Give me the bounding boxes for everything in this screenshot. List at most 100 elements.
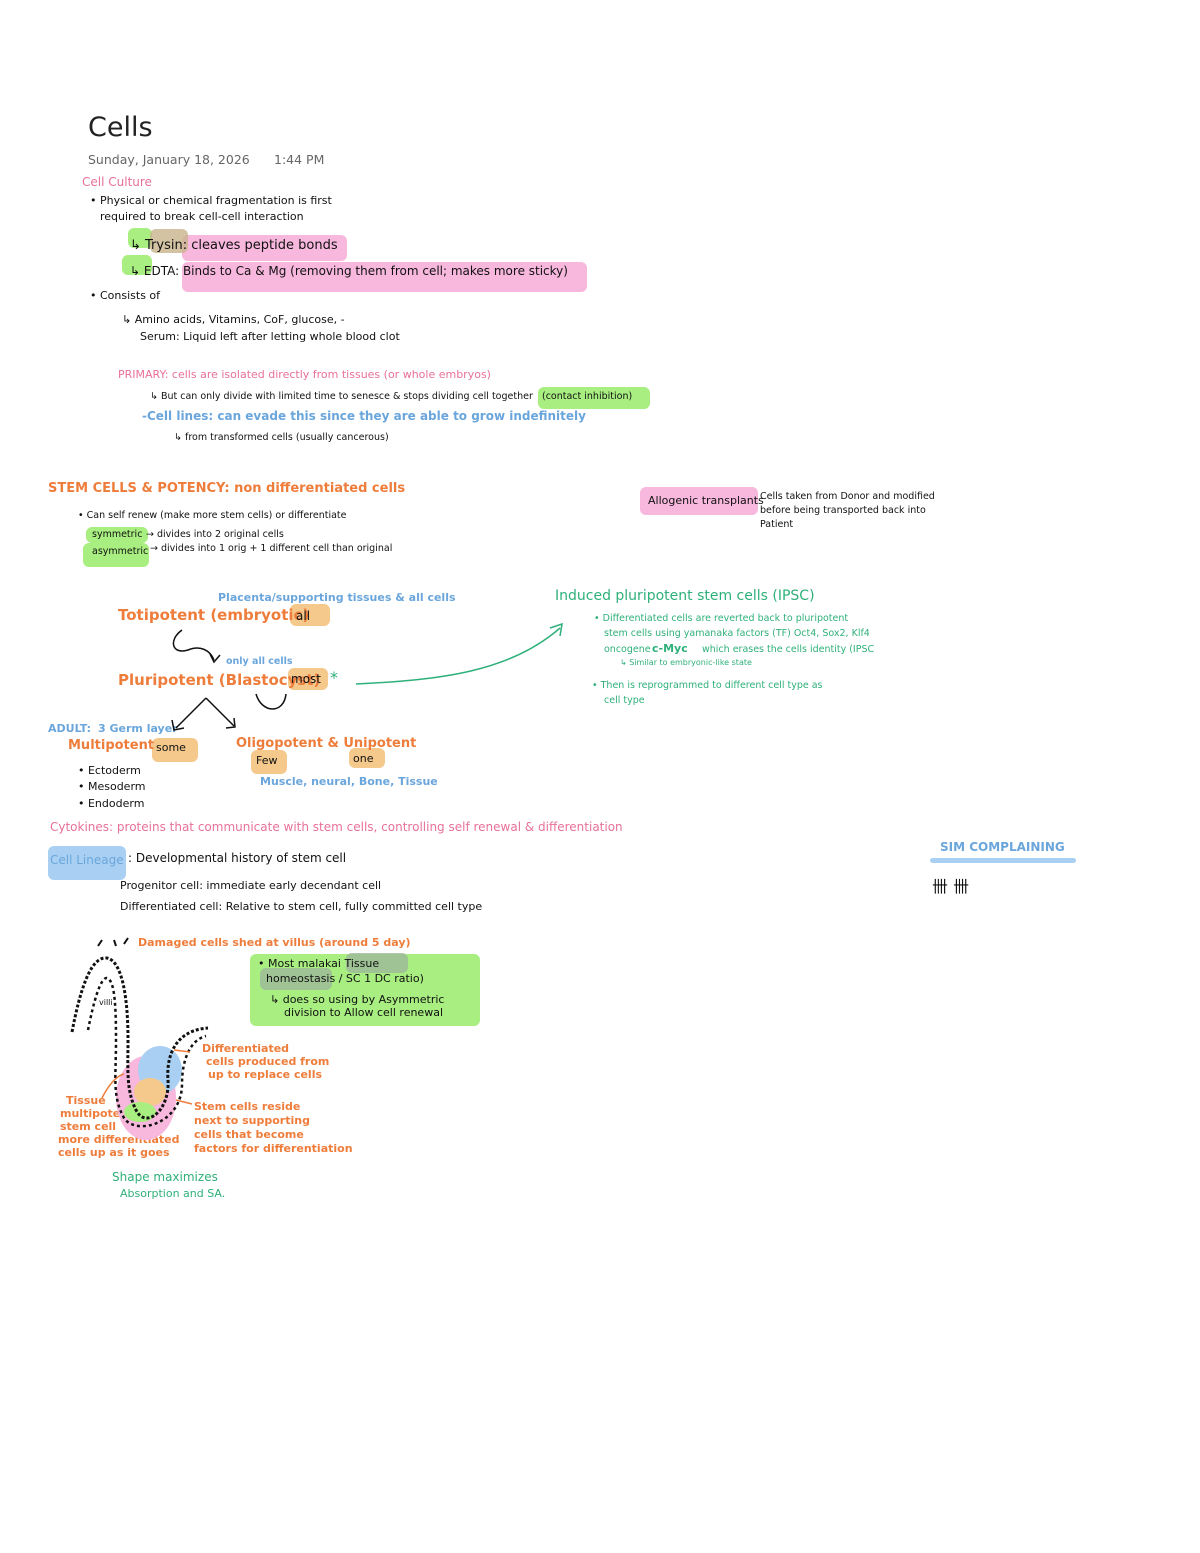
symmetric-text: → divides into 2 original cells (146, 529, 284, 540)
primary-sub-note: ↳ But can only divide with limited time … (150, 391, 533, 402)
highlight-blue (930, 858, 1076, 863)
cell-lineage-text: : Developmental history of stem cell (128, 851, 347, 865)
cytokines-note: Cytokines: proteins that communicate wit… (50, 820, 623, 834)
highlight-blue (48, 846, 126, 880)
shape-note-1: Shape maximizes (112, 1170, 218, 1184)
highlight-pink (182, 262, 587, 292)
highlight-orange (152, 738, 198, 762)
asymmetric-division-note-2: division to Allow cell renewal (284, 1006, 443, 1019)
differentiated-note: Differentiated cell: Relative to stem ce… (120, 900, 483, 913)
highlight-gray (346, 953, 408, 973)
tissue-stem-note-3: stem cell (60, 1120, 117, 1133)
consists-line-2: Serum: Liquid left after letting whole b… (140, 330, 400, 343)
progenitor-note: Progenitor cell: immediate early decenda… (120, 879, 382, 892)
page-title: Cells (88, 112, 153, 143)
ipsc-bullet-1-line-1: • Differentiated cells are reverted back… (594, 613, 849, 624)
stem-line-1: • Can self renew (make more stem cells) … (78, 510, 347, 521)
highlight-green (128, 228, 152, 248)
orange-pointer (173, 1049, 191, 1053)
shed-cells-note: Damaged cells shed at villus (around 5 d… (138, 936, 411, 949)
section-heading-cell-culture: Cell Culture (82, 175, 152, 189)
allogenic-label: Allogenic transplants (648, 494, 764, 507)
ipsc-bullet-2-line-2: cell type (604, 695, 645, 706)
allogenic-text-1: Cells taken from Donor and modified (760, 491, 935, 502)
crypt-pink-region (116, 1056, 176, 1140)
oligopotent-few: Few (256, 754, 278, 767)
asymmetric-division-note-1: ↳ does so using by Asymmetric (270, 993, 445, 1006)
curved-arrow-pluripotent (255, 693, 287, 710)
section-heading-stem-cells: STEM CELLS & POTENCY: non differentiated… (48, 481, 406, 496)
differentiated-cells-note-1: Differentiated (202, 1042, 290, 1055)
tally-marks: 卌 卌 (932, 877, 970, 896)
ipsc-bullet-2-line-1: • Then is reprogrammed to different cell… (592, 680, 823, 691)
highlight-orange (251, 750, 287, 774)
culture-bullet-2: • Consists of (90, 289, 161, 302)
oligopotent-examples: Muscle, neural, Bone, Tissue (260, 775, 438, 788)
stem-cells-reside-note-1: Stem cells reside (194, 1100, 301, 1113)
tissue-stem-note-5: cells up as it goes (58, 1146, 170, 1159)
stem-cells-reside-note-2: next to supporting (194, 1114, 310, 1127)
most-tissue-note: • Most malakai Tissue (258, 957, 380, 970)
allogenic-text-3: Patient (760, 519, 794, 530)
page-time: 1:44 PM (274, 152, 325, 167)
placenta-label: Placenta/supporting tissues & all cells (218, 591, 456, 604)
stem-cells-reside-note-3: cells that become (194, 1128, 304, 1141)
pluripotent-most: most (291, 672, 321, 686)
differentiated-cells-note-2: cells produced from (206, 1055, 330, 1068)
contact-inhibition: (contact inhibition) (542, 391, 633, 402)
asymmetric-text: → divides into 1 orig + 1 different cell… (150, 543, 393, 554)
primary-culture-note: PRIMARY: cells are isolated directly fro… (118, 368, 491, 381)
multipotent-label: Multipotent (68, 738, 155, 753)
multipotent-some: some (156, 741, 186, 754)
ipsc-title: Induced pluripotent stem cells (IPSC) (555, 588, 815, 604)
orange-pointer (175, 1099, 193, 1105)
shape-note-2: Absorption and SA. (120, 1187, 226, 1200)
highlight-pink (182, 235, 347, 261)
allogenic-text-2: before being transported back into (760, 505, 926, 516)
totipotent-label: Totipotent (embryotic) (118, 606, 310, 624)
culture-bullet-1-cont: required to break cell-cell interaction (100, 210, 304, 223)
ipsc-oncogene: oncogene (604, 644, 651, 655)
page-date: Sunday, January 18, 2026 (88, 152, 250, 167)
homeostasis-note: homeostasis / SC 1 DC ratio) (266, 972, 424, 985)
germ-layer-mesoderm: • Mesoderm (78, 780, 146, 793)
crypt-blue-region (138, 1046, 182, 1094)
trypsin-note: ↳ Trysin: cleaves peptide bonds (130, 238, 338, 253)
ipsc-bullet-1-line-3: which erases the cells identity (IPSC (702, 644, 875, 655)
highlight-tan (150, 229, 188, 253)
curved-arrow-totipotent (172, 629, 215, 661)
only-all-cells-label: only all cells (226, 656, 293, 667)
highlight-orange (290, 604, 330, 626)
pluripotent-label: Pluripotent (Blastocyst) (118, 671, 321, 689)
shed-cell-marks (97, 937, 129, 947)
totipotent-all: all (296, 609, 311, 623)
highlight-pink (640, 487, 758, 515)
star-marker: * (330, 668, 338, 687)
germ-layer-endoderm: • Endoderm (78, 797, 145, 810)
arrow-head (225, 717, 236, 729)
tissue-stem-note-1: Tissue (66, 1094, 106, 1107)
cell-lines-sub: ↳ from transformed cells (usually cancer… (174, 432, 389, 443)
differentiated-cells-note-3: up to replace cells (208, 1068, 323, 1081)
split-arrow (175, 697, 235, 729)
oligopotent-label: Oligopotent & Unipotent (236, 736, 417, 751)
ipsc-cmyc: c-Myc (652, 642, 688, 655)
adult-label: ADULT: (48, 722, 92, 735)
ipsc-arrow (355, 627, 561, 685)
highlight-green (86, 527, 148, 543)
cell-lineage-label: Cell Lineage (50, 853, 124, 867)
culture-bullet-1: • Physical or chemical fragmentation is … (90, 194, 332, 207)
highlight-gray (260, 968, 332, 990)
cell-lines-note: -Cell lines: can evade this since they a… (142, 409, 586, 423)
consists-line-1: ↳ Amino acids, Vitamins, CoF, glucose, - (122, 313, 345, 326)
asymmetric-label: asymmetric (92, 546, 149, 557)
symmetric-label: symmetric (92, 529, 143, 540)
stem-cells-reside-note-4: factors for differentiation (194, 1142, 353, 1155)
highlight-orange (349, 748, 385, 768)
arrow-head (209, 653, 221, 664)
germ-layer-ectoderm: • Ectoderm (78, 764, 141, 777)
ipsc-bullet-1-line-4: ↳ Similar to embryonic-like state (620, 658, 752, 667)
highlight-orange (288, 668, 328, 690)
edta-note: ↳ EDTA: Binds to Ca & Mg (removing them … (130, 264, 568, 278)
villus-label: villi (99, 998, 113, 1007)
